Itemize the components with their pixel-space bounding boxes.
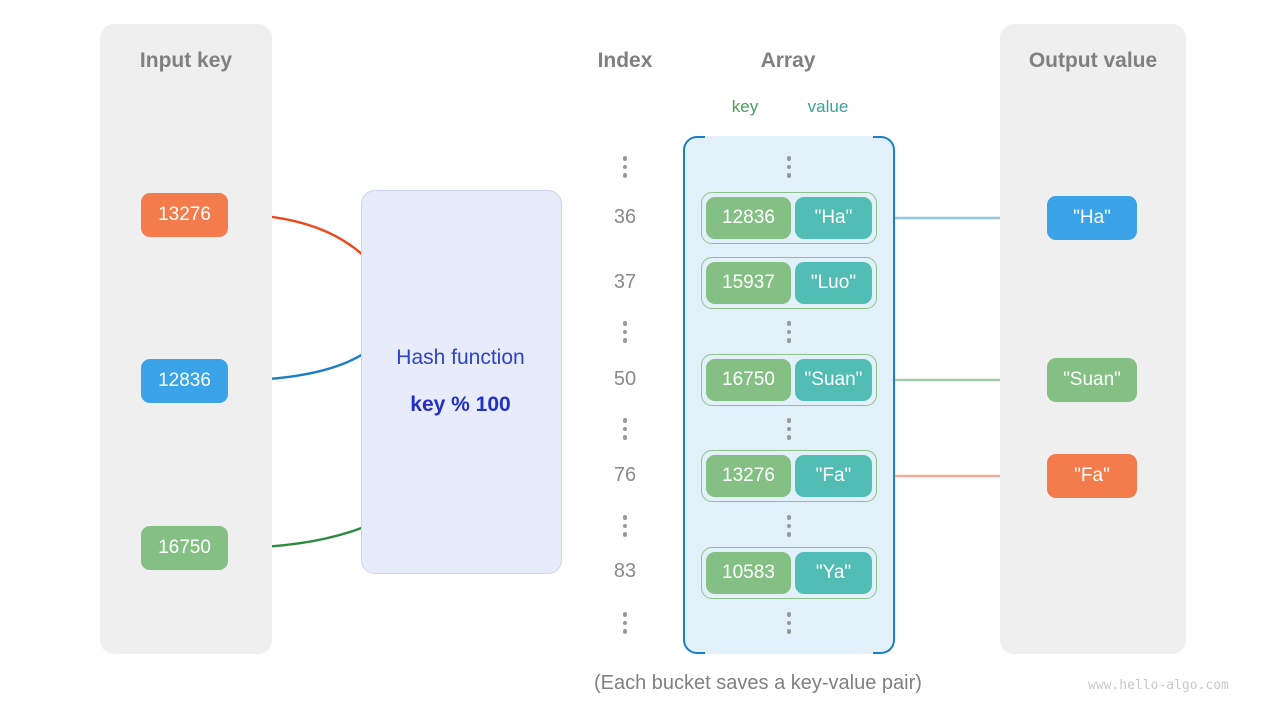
array-bucket-37[interactable]: 15937 "Luo" [701, 257, 877, 309]
array-ellipsis-bottom [683, 608, 895, 638]
output-value-chip-fa[interactable]: "Fa" [1047, 454, 1137, 498]
input-key-chip-16750[interactable]: 16750 [141, 526, 228, 570]
input-key-chip-12836[interactable]: 12836 [141, 359, 228, 403]
index-column-title: Index [597, 49, 653, 72]
bucket-value-fa: "Fa" [794, 455, 872, 497]
index-ellipsis-mid3 [575, 511, 675, 541]
bucket-value-luo: "Luo" [794, 262, 872, 304]
index-label-76: 76 [613, 464, 637, 486]
bucket-key-15937: 15937 [706, 262, 791, 304]
index-ellipsis-top [575, 152, 675, 182]
index-label-83: 83 [613, 560, 637, 582]
hash-function-label: Hash function [396, 346, 525, 369]
output-value-chip-suan[interactable]: "Suan" [1047, 358, 1137, 402]
diagram-caption: (Each bucket saves a key-value pair) [594, 672, 922, 694]
hash-function-box [361, 190, 562, 574]
bucket-value-ha: "Ha" [794, 197, 872, 239]
index-ellipsis-bottom [575, 608, 675, 638]
index-label-37: 37 [613, 271, 637, 293]
array-bracket-left [683, 136, 705, 654]
array-key-sublabel: key [731, 97, 759, 116]
bucket-value-ya: "Ya" [794, 552, 872, 594]
array-bucket-36[interactable]: 12836 "Ha" [701, 192, 877, 244]
output-value-panel [1000, 24, 1186, 654]
array-ellipsis-mid3 [683, 511, 895, 541]
array-ellipsis-mid2 [683, 414, 895, 444]
site-watermark: www.hello-algo.com [1088, 678, 1229, 693]
array-value-sublabel: value [807, 97, 849, 116]
input-key-chip-13276[interactable]: 13276 [141, 193, 228, 237]
array-bucket-76[interactable]: 13276 "Fa" [701, 450, 877, 502]
bucket-key-13276: 13276 [706, 455, 791, 497]
array-ellipsis-top [683, 152, 895, 182]
bucket-key-10583: 10583 [706, 552, 791, 594]
output-value-panel-title: Output value [1028, 49, 1158, 72]
index-ellipsis-mid2 [575, 414, 675, 444]
array-bucket-50[interactable]: 16750 "Suan" [701, 354, 877, 406]
bucket-key-16750: 16750 [706, 359, 791, 401]
output-value-chip-ha[interactable]: "Ha" [1047, 196, 1137, 240]
array-ellipsis-mid1 [683, 317, 895, 347]
input-key-panel-title: Input key [139, 49, 233, 72]
bucket-value-suan: "Suan" [794, 359, 872, 401]
array-column-title: Array [760, 49, 816, 72]
array-bracket-right [873, 136, 895, 654]
array-bucket-83[interactable]: 10583 "Ya" [701, 547, 877, 599]
index-label-36: 36 [613, 206, 637, 228]
bucket-key-12836: 12836 [706, 197, 791, 239]
index-label-50: 50 [613, 368, 637, 390]
hash-function-formula: key % 100 [410, 393, 511, 416]
index-ellipsis-mid1 [575, 317, 675, 347]
